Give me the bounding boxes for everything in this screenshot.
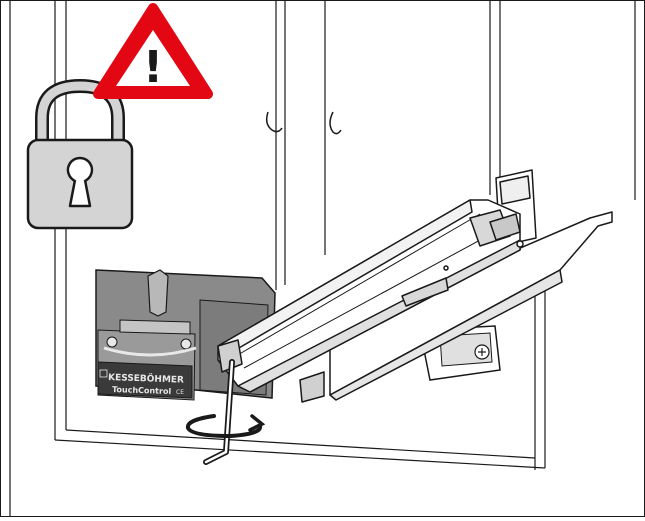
wall-hooks [265,111,342,135]
ce-mark: CE [176,389,184,396]
product-label: TouchControl [112,385,172,396]
padlock-icon [26,78,134,230]
hex-key-icon [203,359,235,465]
warning-triangle-icon: ! [93,3,213,99]
drawer-runner [217,169,613,403]
screw-icon [474,344,490,360]
cabinet-frame [9,0,636,517]
warning-symbol: ! [143,42,163,93]
rotate-arrow-icon [185,414,266,439]
brand-label: KESSEBÖHMER [108,372,184,386]
